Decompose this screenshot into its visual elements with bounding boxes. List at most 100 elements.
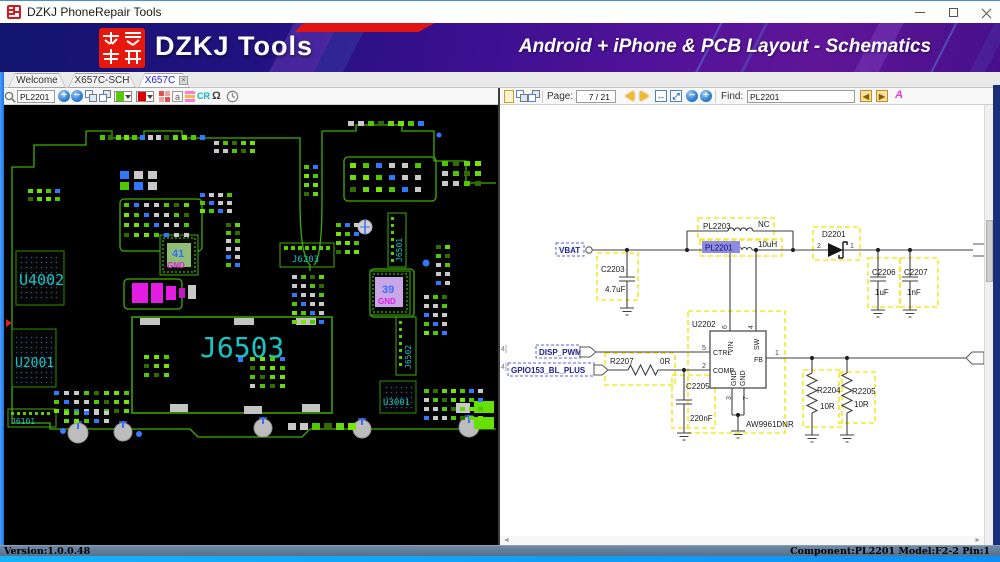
pcb-label-u4002: U4002 — [19, 271, 64, 289]
sch-zoom-in-button[interactable]: + — [700, 90, 712, 102]
ref-r2205: R2205 — [852, 387, 876, 396]
duplicate-page-button[interactable] — [528, 90, 541, 103]
ref-u2202: U2202 — [692, 320, 716, 329]
tab-label: Welcome — [16, 75, 58, 86]
pcb-chip-39[interactable]: 39 GND — [369, 270, 411, 316]
copy-page-button[interactable] — [516, 90, 529, 103]
previous-page-button[interactable] — [625, 91, 634, 101]
maximize-button[interactable] — [938, 1, 968, 24]
status-bar: Version:1.0.0.48 Component:PL2201 Model:… — [0, 545, 1000, 557]
selected-component-highlight[interactable] — [702, 241, 740, 253]
schematic-wires — [592, 227, 973, 435]
pcb-connector-j6502[interactable]: J6502 — [395, 316, 417, 376]
cr-mode-button[interactable]: CR — [197, 91, 210, 101]
pcb-connector-j6501[interactable]: J6501 — [387, 212, 407, 268]
match-case-button[interactable]: A — [895, 89, 903, 101]
schematic-horizontal-scrollbar[interactable]: ◄ ► — [500, 536, 984, 545]
page-ref-1: 4] — [501, 346, 507, 353]
tab-x657c-sch[interactable]: X657C-SCH — [68, 73, 136, 88]
pcb-connector-j6203[interactable]: J6203 — [279, 242, 335, 268]
pad-grid-icon[interactable] — [159, 91, 170, 102]
pin-fb: FB — [754, 357, 763, 364]
top-layer-color-picker[interactable] — [114, 91, 132, 102]
tab-x657c[interactable]: X657C × — [138, 73, 190, 88]
pcb-connector-j6503[interactable]: J6503 — [131, 316, 333, 414]
version-text: Version:1.0.0.48 — [4, 546, 91, 557]
panel-divider[interactable] — [498, 88, 500, 545]
pin-sw: SW — [754, 338, 761, 350]
banner-decoration — [948, 23, 1000, 72]
via-marker — [422, 259, 430, 267]
ic-u2202[interactable]: U2202 VIN SW CTRL COMP FB GND GND 6 4 5 … — [692, 320, 794, 429]
window-frame-right — [993, 85, 1000, 556]
resistance-mode-button[interactable]: Ω — [212, 90, 221, 102]
label-toggle-button[interactable]: a — [172, 91, 183, 102]
pin-gnd2: GND — [740, 370, 747, 386]
pcb-magenta-components — [132, 283, 196, 303]
sch-zoom-out-button[interactable]: − — [686, 90, 698, 102]
scroll-right-arrow[interactable]: ► — [974, 537, 981, 544]
page-ref-2: 4] — [501, 364, 507, 371]
page-label: Page: — [547, 91, 574, 102]
layer-stripes-icon[interactable] — [185, 91, 195, 102]
pcb-chip-u3001[interactable]: U3001 — [379, 380, 417, 414]
diode-d2201[interactable] — [828, 241, 848, 259]
schematic-vertical-scrollbar[interactable] — [984, 105, 993, 545]
pcb-label-j6501: J6501 — [395, 238, 404, 262]
val-pl2203: NC — [758, 220, 770, 229]
new-page-icon[interactable] — [504, 90, 514, 103]
flip-horizontal-button[interactable] — [85, 90, 98, 103]
component-labels: C2203 4.7uF PL2203 NC PL2201 10uH D2201 … — [601, 220, 928, 423]
tab-bar: Welcome X657C-SCH X657C × — [0, 72, 1000, 88]
fit-page-button[interactable]: ⤢ — [670, 90, 682, 102]
bottom-layer-color-picker[interactable] — [136, 91, 154, 102]
scrollbar-thumb[interactable] — [986, 220, 993, 282]
part-number: AW9961DNR — [746, 420, 794, 429]
scroll-left-arrow[interactable]: ◄ — [503, 537, 510, 544]
pin-comp: COMP — [713, 368, 734, 375]
pcb-label-j6203: J6203 — [292, 255, 319, 265]
pin-vin: VIN — [728, 341, 735, 353]
pcb-zoom-in-button[interactable]: + — [58, 90, 70, 102]
find-label: Find: — [721, 91, 744, 102]
pin-num-3: 3 — [726, 396, 733, 400]
ref-pl2201-selected: PL2201 — [705, 244, 733, 253]
pcb-chip-u2001[interactable]: U2001 — [11, 328, 57, 388]
toolbar: + − a CR Ω — [0, 88, 1000, 105]
ground-symbols — [620, 307, 917, 443]
reset-view-icon[interactable] — [226, 90, 239, 103]
pcb-zoom-out-button[interactable]: − — [71, 90, 83, 102]
tab-welcome[interactable]: Welcome — [8, 73, 66, 88]
fit-width-button[interactable]: ↔ — [655, 90, 667, 102]
schematic-view[interactable]: U2202 VIN SW CTRL COMP FB GND GND 6 4 5 … — [500, 105, 988, 545]
window-frame-bottom — [0, 556, 1000, 562]
header-banner: DZKJ Tools Android + iPhone & PCB Layout… — [0, 23, 1000, 72]
find-input[interactable] — [747, 90, 855, 103]
pcb-chip-41[interactable]: 41 GND — [159, 234, 199, 276]
pcb-chip-u4002[interactable]: U4002 — [15, 250, 65, 306]
pcb-label-j6101: J6101 — [11, 417, 35, 426]
d2201-pin1: 1 — [850, 243, 854, 250]
tab-label: X657C — [144, 75, 176, 86]
page-number-input[interactable] — [576, 90, 616, 103]
tab-close-icon[interactable]: × — [179, 76, 188, 85]
window-title: DZKJ PhoneRepair Tools — [27, 5, 162, 19]
val-r2207: 0R — [660, 357, 670, 366]
find-next-button[interactable]: ▶ — [876, 90, 888, 102]
close-button[interactable] — [971, 1, 1000, 24]
pcb-view[interactable]: J6503 U4002 U2001 U3001 — [4, 105, 498, 545]
find-previous-button[interactable]: ◀ — [860, 90, 872, 102]
pcb-connector-j6101[interactable]: J6101 — [7, 408, 57, 428]
board-outline — [11, 124, 496, 438]
next-page-button[interactable] — [640, 91, 649, 101]
banner-red-shape — [295, 23, 435, 32]
pin-ctrl: CTRL — [713, 350, 731, 357]
net-disp-pwm: DISP_PWM — [539, 348, 582, 357]
flip-vertical-button[interactable] — [99, 90, 112, 103]
pcb-search-input[interactable] — [17, 90, 55, 103]
banner-slogan: Android + iPhone & PCB Layout - Schemati… — [518, 36, 932, 57]
test-point — [357, 219, 373, 235]
minimize-button[interactable] — [905, 1, 935, 24]
off-page-connectors — [965, 243, 988, 365]
